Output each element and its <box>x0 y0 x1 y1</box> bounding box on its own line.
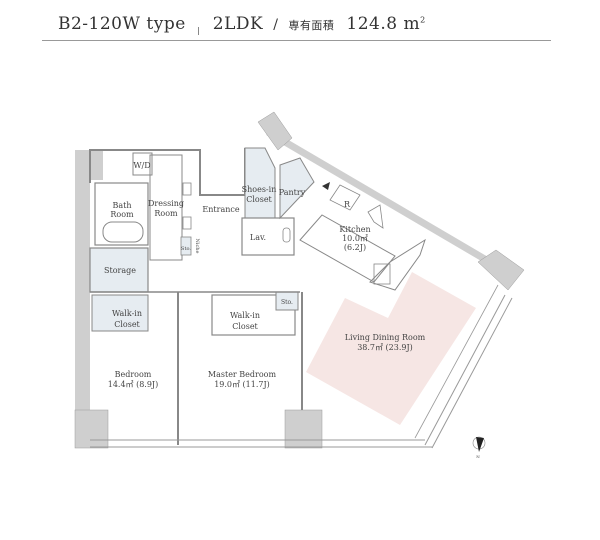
area-unit-sup: 2 <box>420 15 426 25</box>
layout-type: 2LDK <box>212 14 264 34</box>
kitchen-counter <box>299 214 396 283</box>
balcony-rail <box>424 294 506 446</box>
exterior-wall <box>266 128 502 272</box>
sink <box>373 263 391 285</box>
basin <box>182 182 192 196</box>
kitchen-label: Kitchen <box>339 225 370 234</box>
area-unit: m <box>403 14 421 34</box>
bedroom-area: 14.4㎡ (8.9J) <box>108 380 159 389</box>
plan-header: B2-120W type 2LDK / 専有面積 124.8 m2 <box>58 14 426 35</box>
bath-room-outline <box>94 182 149 246</box>
wd-box <box>132 152 153 176</box>
wic-mid-area <box>211 294 296 336</box>
wic-left-label: Walk-in <box>112 309 142 318</box>
left-wall <box>75 150 90 412</box>
bedroom-label: Bedroom <box>115 370 152 379</box>
window-line <box>414 284 499 439</box>
wall-column <box>257 111 293 151</box>
bath-label: Bath <box>112 201 131 210</box>
master-bedroom-label: Master Bedroom <box>208 370 277 379</box>
entrance-arrow-icon <box>322 182 330 190</box>
niche-label: Niche <box>194 239 200 254</box>
header-rule <box>42 40 551 41</box>
pantry-label: Pantry <box>279 188 306 197</box>
wic-mid-label: Walk-in <box>230 311 260 320</box>
wic-left-area <box>91 294 149 332</box>
area-value: 124.8 <box>346 14 398 34</box>
lav-label: Lav. <box>250 233 266 242</box>
entrance-label: Entrance <box>202 205 239 214</box>
balcony-rail <box>431 297 513 449</box>
wall-column <box>74 409 109 449</box>
slash: / <box>273 17 279 33</box>
toilet <box>282 227 291 243</box>
fridge-box <box>329 184 361 211</box>
wall-column <box>477 249 525 291</box>
sto-small-label: Sto. <box>181 246 191 252</box>
lav-outline <box>241 217 295 256</box>
shoes-closet-area <box>244 147 276 219</box>
compass-label: N <box>476 454 480 459</box>
storage-area <box>89 247 149 293</box>
unit-type: B2-120W type <box>58 14 186 34</box>
dressing-room-outline <box>149 154 183 261</box>
shoes-label: Shoes-in <box>242 185 277 194</box>
pantry-area <box>279 157 315 220</box>
sto-mid-label: Sto. <box>281 299 293 306</box>
shoes-label: Closet <box>246 195 272 204</box>
kitchen-tatami: (6.2J) <box>344 243 366 252</box>
wall-column <box>284 409 323 449</box>
wd-label: W/D <box>133 161 150 170</box>
dressing-label: Room <box>154 209 178 218</box>
dressing-label: Dressing <box>148 199 184 208</box>
living-floor <box>306 272 476 425</box>
basin <box>182 216 192 230</box>
sto-small-box <box>180 236 192 256</box>
living-area: 38.7㎡ (23.9J) <box>357 343 413 352</box>
storage-label: Storage <box>104 266 136 275</box>
wic-mid-label: Closet <box>232 322 258 331</box>
bathtub <box>102 221 144 243</box>
area-label: 専有面積 <box>288 19 335 32</box>
master-bedroom-area: 19.0㎡ (11.7J) <box>214 380 270 389</box>
wic-left-label: Closet <box>114 320 140 329</box>
bath-label: Room <box>110 210 134 219</box>
living-label: Living Dining Room <box>345 333 426 342</box>
compass-icon: N <box>472 436 486 459</box>
kitchen-area: 10.0㎡ <box>342 234 368 243</box>
fridge-label: R <box>344 200 351 209</box>
divider <box>197 27 199 35</box>
stove <box>367 204 384 229</box>
kitchen-island <box>369 238 426 291</box>
